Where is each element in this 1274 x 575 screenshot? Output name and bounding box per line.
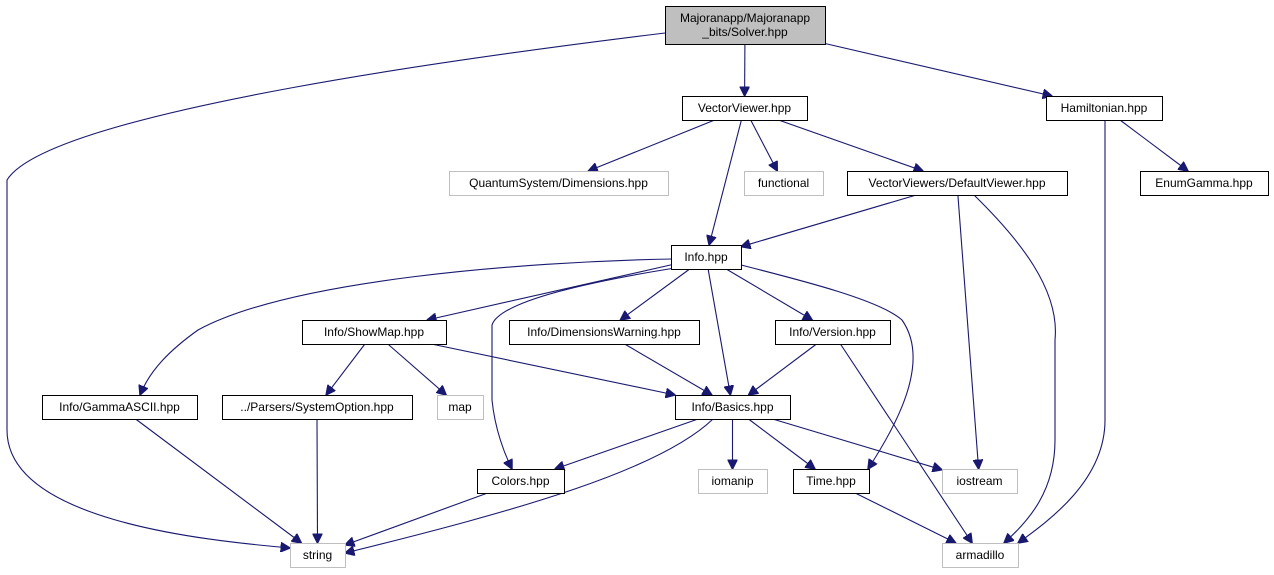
node-box-systemoption <box>222 395 413 420</box>
node-label-colors: Colors.hpp <box>491 474 549 488</box>
edge-info-to-basics <box>707 268 730 395</box>
node-label-solver-line-1: Majoranapp/Majoranapp <box>680 11 810 25</box>
node-colors[interactable]: Colors.hpp <box>477 469 565 494</box>
node-iostream: iostream <box>942 469 1018 494</box>
edge-info-to-colors <box>491 267 676 469</box>
node-label-dimensions: QuantumSystem/Dimensions.hpp <box>469 176 648 190</box>
node-label-iomanip: iomanip <box>711 474 753 488</box>
edge-basics-to-colors <box>555 418 699 469</box>
node-dimwarning[interactable]: Info/DimensionsWarning.hpp <box>509 320 700 345</box>
node-label-string: string <box>303 548 332 562</box>
node-label-defaultviewer: VectorViewers/DefaultViewer.hpp <box>869 176 1046 190</box>
edge-defaultviewer-to-armadillo <box>973 194 1056 543</box>
node-functional: functional <box>744 171 824 196</box>
node-label-dimwarning: Info/DimensionsWarning.hpp <box>527 325 681 339</box>
node-box-solver <box>665 6 826 45</box>
node-vectorviewer[interactable]: VectorViewer.hpp <box>682 96 808 121</box>
edge-version-to-basics <box>749 343 817 395</box>
edge-basics-to-time <box>748 418 816 469</box>
edge-gammaascii-to-string <box>135 418 302 543</box>
edge-systemoption-to-string <box>317 418 318 543</box>
node-label-version: Info/Version.hpp <box>789 325 876 339</box>
node-label-iostream: iostream <box>956 474 1002 488</box>
node-basics[interactable]: Info/Basics.hpp <box>675 395 791 420</box>
node-box-functional <box>744 171 824 196</box>
edge-dimwarning-to-basics <box>624 343 712 395</box>
edge-showmap-to-basics <box>431 343 675 395</box>
edge-vectorviewer-to-info <box>709 119 742 245</box>
node-box-info <box>671 245 742 270</box>
node-solver[interactable]: Majoranapp/Majoranapp_bits/Solver.hpp <box>665 6 826 45</box>
edge-info-to-version <box>725 268 812 320</box>
node-label-gammaascii: Info/GammaASCII.hpp <box>59 400 180 414</box>
node-label-hamiltonian: Hamiltonian.hpp <box>1061 101 1148 115</box>
edge-defaultviewer-to-info <box>741 194 917 247</box>
edge-vectorviewer-to-defaultviewer <box>778 119 924 171</box>
node-systemoption[interactable]: ../Parsers/SystemOption.hpp <box>222 395 413 420</box>
edge-solver-to-string <box>6 32 666 548</box>
node-label-solver-line-2: _bits/Solver.hpp <box>701 25 788 39</box>
node-box-dimwarning <box>509 320 700 345</box>
node-label-info: Info.hpp <box>684 250 728 264</box>
edge-basics-to-string <box>345 418 714 553</box>
node-box-dimensions <box>449 171 669 196</box>
node-box-armadillo <box>942 543 1019 568</box>
node-box-time <box>793 469 870 494</box>
edge-info-to-gammaascii <box>140 258 673 395</box>
edge-defaultviewer-to-iostream <box>957 194 979 469</box>
node-string: string <box>290 543 346 568</box>
node-box-showmap <box>302 320 447 345</box>
node-label-functional: functional <box>758 176 809 190</box>
edge-showmap-to-systemoption <box>326 343 366 395</box>
edge-info-to-showmap <box>427 264 672 320</box>
nodes-layer: Majoranapp/Majoranapp_bits/Solver.hppVec… <box>42 6 1269 568</box>
node-defaultviewer[interactable]: VectorViewers/DefaultViewer.hpp <box>847 171 1068 196</box>
node-dimensions: QuantumSystem/Dimensions.hpp <box>449 171 669 196</box>
node-label-systemoption: ../Parsers/SystemOption.hpp <box>240 400 394 414</box>
node-label-time: Time.hpp <box>806 474 856 488</box>
edge-vectorviewer-to-dimensions <box>588 119 715 171</box>
edge-info-to-dimwarning <box>620 268 691 320</box>
edges-layer <box>6 32 1188 553</box>
node-label-basics: Info/Basics.hpp <box>691 400 773 414</box>
edge-showmap-to-map <box>387 343 446 395</box>
node-box-hamiltonian <box>1046 96 1163 121</box>
node-iomanip: iomanip <box>698 469 768 494</box>
node-version[interactable]: Info/Version.hpp <box>775 320 891 345</box>
node-box-colors <box>477 469 565 494</box>
node-label-map: map <box>448 400 472 414</box>
node-armadillo: armadillo <box>942 543 1019 568</box>
edge-basics-to-iostream <box>772 418 942 470</box>
node-box-defaultviewer <box>847 171 1068 196</box>
node-box-basics <box>675 395 791 420</box>
node-box-map <box>437 395 484 420</box>
edge-info-to-time <box>740 264 914 469</box>
edge-vectorviewer-to-functional <box>750 119 778 171</box>
node-info[interactable]: Info.hpp <box>671 245 742 270</box>
edge-solver-to-hamiltonian <box>824 42 1052 97</box>
edge-colors-to-string <box>345 492 488 545</box>
node-gammaascii[interactable]: Info/GammaASCII.hpp <box>42 395 198 420</box>
node-box-version <box>775 320 891 345</box>
node-time[interactable]: Time.hpp <box>793 469 870 494</box>
node-hamiltonian[interactable]: Hamiltonian.hpp <box>1046 96 1163 121</box>
node-label-armadillo: armadillo <box>956 548 1005 562</box>
edge-version-to-armadillo <box>839 343 972 543</box>
edge-hamiltonian-to-armadillo <box>1018 120 1106 543</box>
node-showmap[interactable]: Info/ShowMap.hpp <box>302 320 447 345</box>
edge-time-to-armadillo <box>854 492 956 543</box>
node-label-enumgamma: EnumGamma.hpp <box>1155 176 1253 190</box>
node-label-vectorviewer: VectorViewer.hpp <box>698 101 792 115</box>
edge-hamiltonian-to-enumgamma <box>1119 119 1188 171</box>
node-box-gammaascii <box>42 395 198 420</box>
node-box-enumgamma <box>1140 171 1269 196</box>
node-box-iostream <box>942 469 1018 494</box>
node-box-vectorviewer <box>682 96 808 121</box>
node-box-string <box>290 543 346 568</box>
node-box-iomanip <box>698 469 768 494</box>
node-map: map <box>437 395 484 420</box>
node-label-showmap: Info/ShowMap.hpp <box>324 325 424 339</box>
node-enumgamma[interactable]: EnumGamma.hpp <box>1140 171 1269 196</box>
